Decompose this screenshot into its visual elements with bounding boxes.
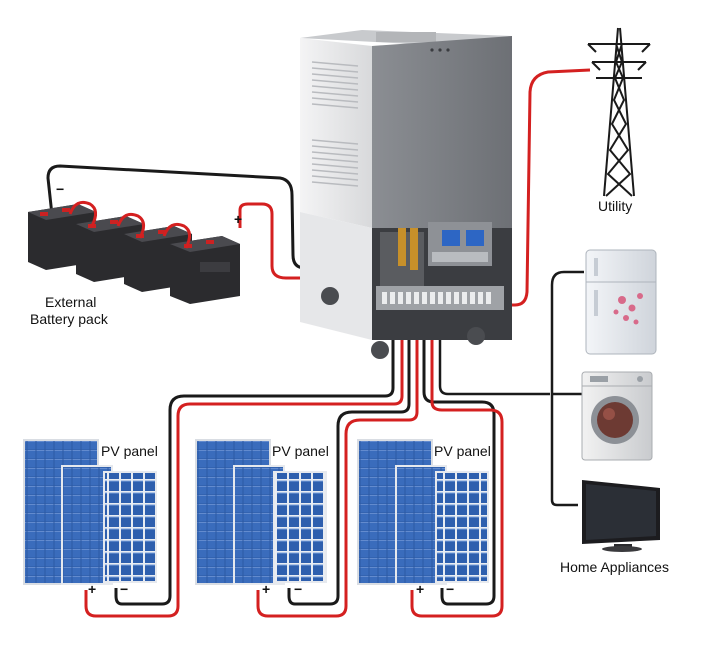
pv3-positive-wire	[410, 318, 504, 618]
pv-panel-label-3: PV panel	[434, 443, 491, 459]
television-icon	[582, 480, 660, 552]
pv-panel-group-3	[357, 439, 489, 585]
washing-machine-icon	[581, 371, 653, 461]
battery-label-line2: Battery pack	[30, 311, 108, 327]
pv-panel-label-2: PV panel	[272, 443, 329, 459]
pv1-negative-sign: −	[120, 581, 129, 597]
fridge-wire	[550, 270, 584, 286]
utility-wire	[470, 68, 591, 307]
battery-label-line1: External	[45, 294, 97, 310]
battery-negative-sign: −	[56, 181, 65, 197]
solar-panel-icon	[357, 439, 489, 585]
pv2-positive-wire	[256, 318, 419, 618]
solar-panel-icon	[195, 439, 327, 585]
pv2-negative-sign: −	[294, 581, 303, 597]
battery-icon	[170, 236, 240, 304]
refrigerator-icon	[585, 249, 657, 355]
pv3-positive-sign: +	[416, 581, 425, 597]
battery-negative-wire	[46, 164, 390, 270]
utility-label: Utility	[598, 198, 633, 214]
pv3-negative-wire	[422, 318, 496, 606]
inverter-cabinet-icon	[300, 30, 512, 359]
pv1-positive-sign: +	[88, 581, 97, 597]
pv2-negative-wire	[287, 318, 411, 606]
pv-panel-label-1: PV panel	[101, 443, 158, 459]
solar-panel-icon	[23, 439, 157, 585]
pv-panel-group-1	[23, 439, 157, 585]
pv1-negative-wire	[114, 318, 395, 606]
wiring	[46, 68, 591, 618]
pv-panel-group-2	[195, 439, 327, 585]
battery-pack	[28, 200, 240, 304]
pv3-negative-sign: −	[446, 581, 455, 597]
appliance-bus-wire	[438, 312, 550, 396]
appliance-vertical-wire	[550, 285, 578, 507]
pv1-positive-wire	[84, 318, 404, 618]
appliances-label: Home Appliances	[560, 559, 669, 575]
battery-positive-sign: +	[234, 211, 243, 227]
pv2-positive-sign: +	[262, 581, 271, 597]
battery-positive-wire	[238, 202, 410, 280]
transmission-tower-icon	[587, 27, 651, 197]
